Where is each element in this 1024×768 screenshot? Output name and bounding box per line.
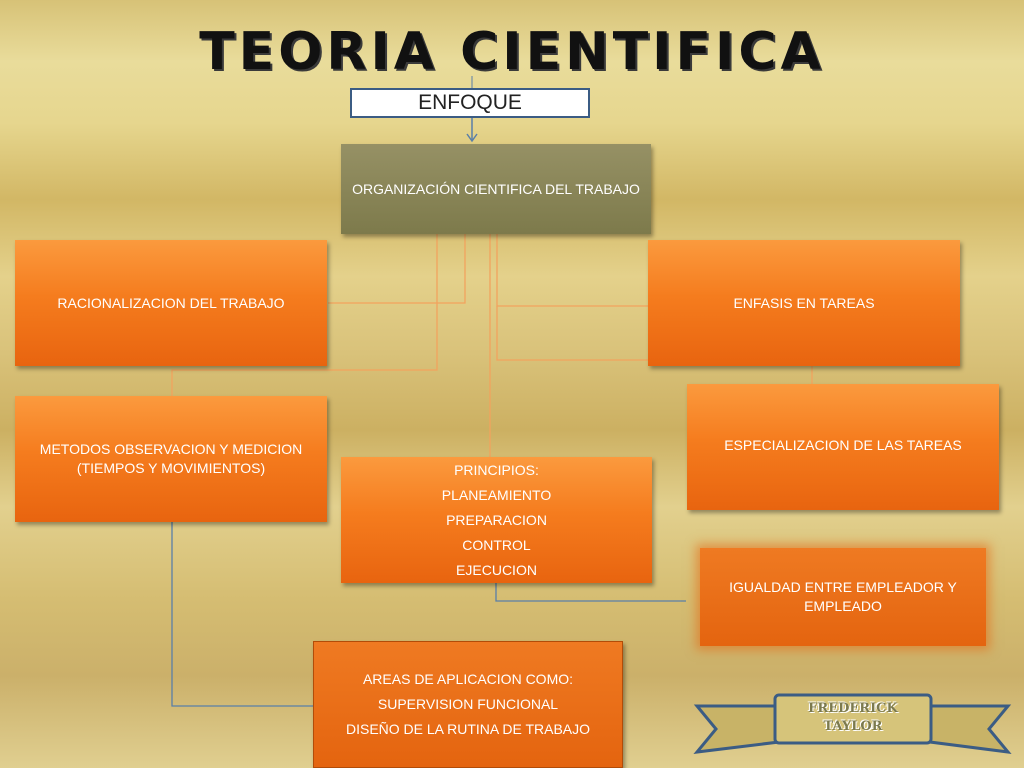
- ribbon-center: [773, 693, 933, 745]
- node-principios-line-2: PLANEAMIENTO: [441, 486, 552, 503]
- node-enfasis-label: ENFASIS EN TAREAS: [733, 295, 875, 311]
- node-metodos-observacion: METODOS OBSERVACION Y MEDICION (TIEMPOS …: [15, 396, 327, 522]
- ribbon-left-tail: [693, 704, 781, 754]
- node-racionalizacion-label: RACIONALIZACION DEL TRABAJO: [57, 295, 285, 311]
- node-principios-line-1: PRINCIPIOS:: [454, 461, 539, 478]
- node-organizacion-cientifica: ORGANIZACIÓN CIENTIFICA DEL TRABAJO: [341, 144, 651, 234]
- node-areas-aplicacion: AREAS DE APLICACION COMO: SUPERVISION FU…: [313, 641, 623, 768]
- node-areas-line-2: SUPERVISION FUNCIONAL: [377, 696, 559, 712]
- node-especializacion-label: ESPECIALIZACION DE LAS TAREAS: [724, 437, 962, 453]
- node-principios-line-4: CONTROL: [462, 536, 531, 553]
- connector-principios-igualdad: [495, 583, 686, 602]
- node-enfasis-tareas: ENFASIS EN TAREAS: [648, 240, 960, 366]
- node-principios-line-5: EJECUCION: [456, 561, 537, 578]
- enfoque-box: ENFOQUE: [350, 88, 590, 118]
- node-principios: PRINCIPIOS: PLANEAMIENTO PREPARACION CON…: [341, 457, 652, 583]
- connector-org-metodos: [171, 234, 438, 396]
- node-areas-line-1: AREAS DE APLICACION COMO:: [362, 671, 574, 687]
- page-title: TEORIA CIENTIFICA: [199, 22, 825, 82]
- node-racionalizacion: RACIONALIZACION DEL TRABAJO: [15, 240, 327, 366]
- node-igualdad-line-1: IGUALDAD ENTRE EMPLEADOR Y: [729, 579, 957, 595]
- connector-org-racionalizacion: [328, 234, 466, 304]
- node-igualdad-line-2: EMPLEADO: [804, 598, 882, 614]
- connector-arrowhead: [466, 133, 478, 143]
- banner-line-1: FREDERICK: [808, 701, 898, 716]
- banner-label: FREDERICK TAYLOR: [780, 700, 926, 736]
- node-areas-line-3: DISEÑO DE LA RUTINA DE TRABAJO: [345, 721, 591, 737]
- banner-line-2: TAYLOR: [823, 719, 883, 734]
- node-metodos-line-2: (TIEMPOS Y MOVIMIENTOS): [76, 460, 266, 476]
- node-igualdad: IGUALDAD ENTRE EMPLEADOR Y EMPLEADO: [700, 548, 986, 646]
- connector-org-enfasis-2: [496, 306, 648, 361]
- ribbon-right-tail: [928, 704, 1012, 754]
- node-principios-line-3: PREPARACION: [446, 511, 547, 528]
- node-metodos-line-1: METODOS OBSERVACION Y MEDICION: [39, 441, 303, 457]
- node-organizacion-label: ORGANIZACIÓN CIENTIFICA DEL TRABAJO: [352, 181, 640, 197]
- connector-metodos-areas: [171, 522, 313, 707]
- node-especializacion: ESPECIALIZACION DE LAS TAREAS: [687, 384, 999, 510]
